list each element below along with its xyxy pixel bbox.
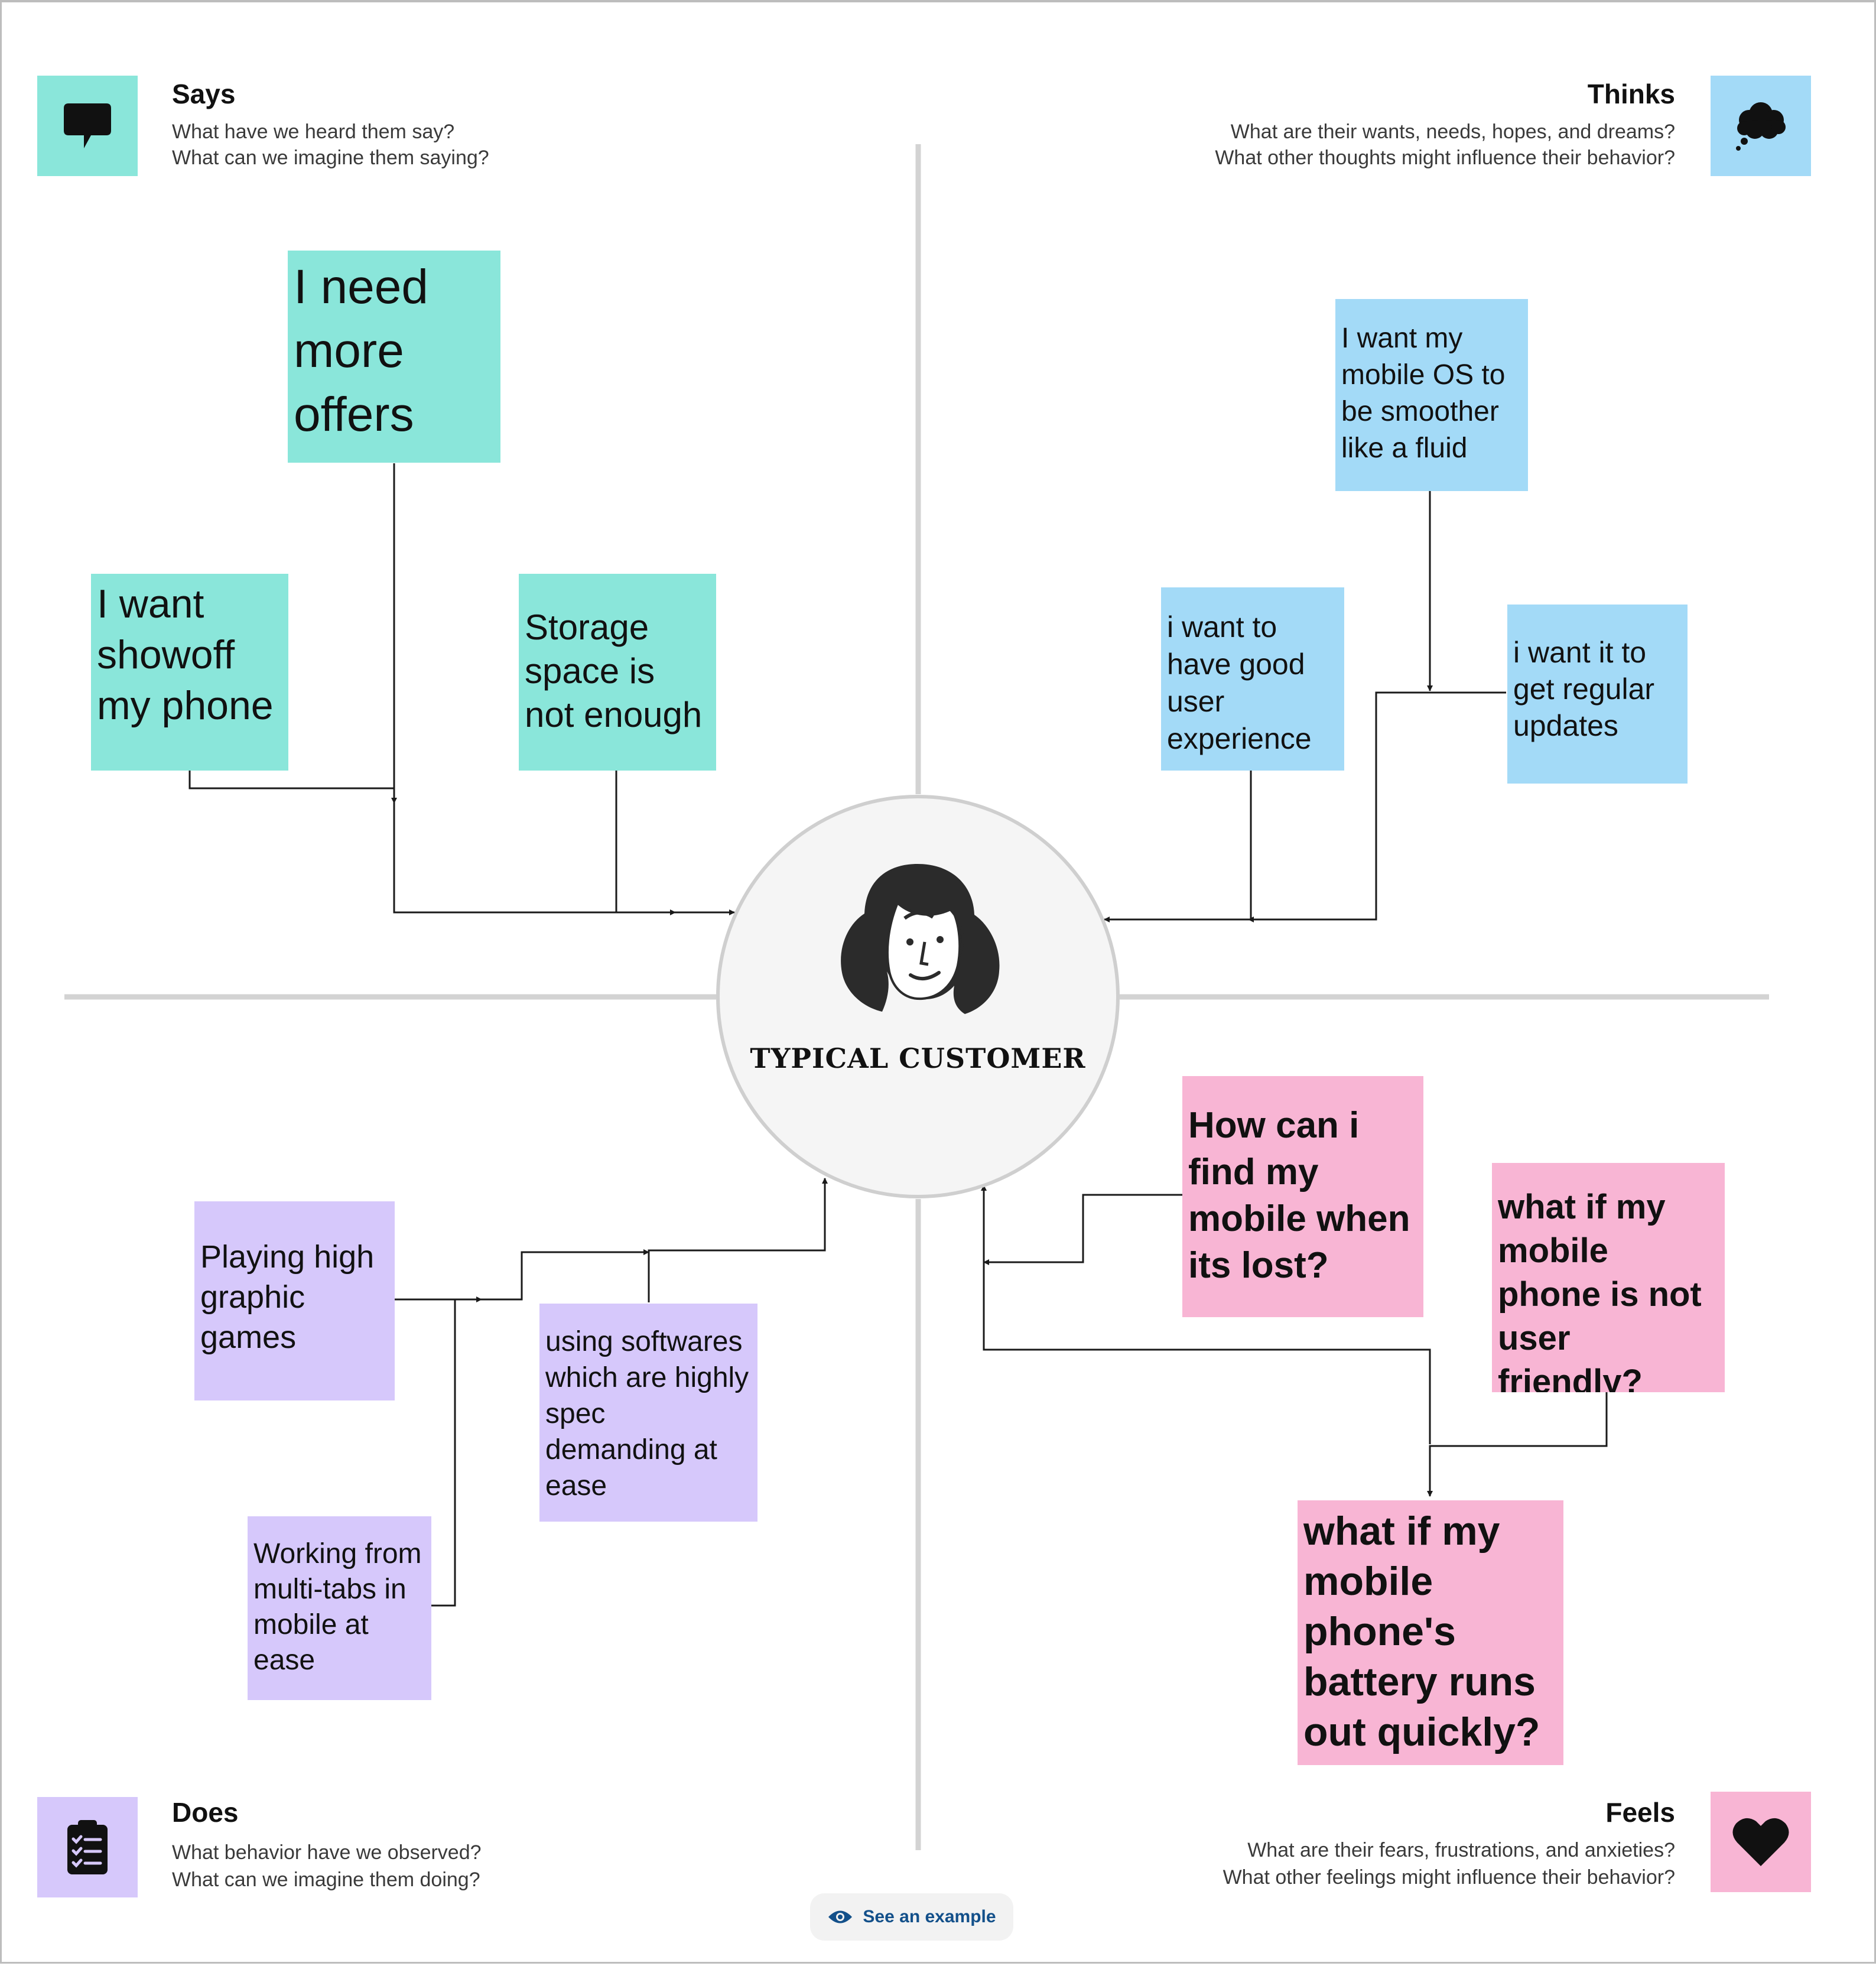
connector-ux — [1104, 771, 1252, 922]
sticky-note[interactable]: what if my mobile phone's battery runs o… — [1298, 1500, 1563, 1765]
heart-icon — [1711, 1792, 1811, 1892]
thinks-subtitle-2: What other thoughts might influence thei… — [1215, 147, 1675, 169]
thinks-title: Thinks — [1587, 79, 1675, 109]
says-subtitle-1: What have we heard them say? — [172, 121, 455, 143]
see-example-button[interactable]: See an example — [810, 1893, 1013, 1941]
feels-title: Feels — [1605, 1797, 1675, 1828]
sticky-note[interactable]: Storage space is not enough — [519, 574, 716, 771]
connector-showoff — [188, 771, 397, 804]
says-title: Says — [172, 79, 236, 109]
does-subtitle-2: What can we imagine them doing? — [172, 1868, 480, 1891]
sticky-note[interactable]: what if my mobile phone is not user frie… — [1492, 1163, 1725, 1392]
says-subtitle-2: What can we imagine them saying? — [172, 147, 489, 169]
connector-updates — [1248, 691, 1506, 922]
sticky-note[interactable]: I want showoff my phone — [91, 574, 288, 771]
see-example-label: See an example — [863, 1907, 996, 1926]
connector-feels-main — [981, 1185, 1431, 1444]
sticky-note[interactable]: How can i find my mobile when its lost? — [1182, 1076, 1423, 1317]
sticky-note[interactable]: Working from multi-tabs in mobile at eas… — [248, 1516, 431, 1700]
center-label: TYPICAL CUSTOMER — [750, 1042, 1086, 1074]
connector-multitab — [431, 1298, 482, 1607]
sticky-note[interactable]: i want it to get regular updates — [1507, 605, 1688, 784]
sticky-note[interactable]: using softwares which are highly spec de… — [539, 1304, 757, 1522]
sticky-note[interactable]: Playing high graphic games — [194, 1201, 395, 1400]
customer-face-icon — [829, 859, 1006, 1019]
feels-subtitle-2: What other feelings might influence thei… — [1223, 1866, 1675, 1889]
thought-bubble-icon — [1711, 76, 1811, 176]
connector-lost — [983, 1194, 1182, 1265]
clipboard-checklist-icon — [37, 1797, 138, 1897]
connector-games-up — [482, 1249, 649, 1301]
sticky-note[interactable]: I need more offers — [288, 251, 500, 463]
eye-icon — [828, 1910, 853, 1923]
does-title: Does — [172, 1797, 239, 1828]
feels-subtitle-1: What are their fears, frustrations, and … — [1247, 1839, 1675, 1861]
speech-bubble-icon — [37, 76, 138, 176]
sticky-note[interactable]: i want to have good user experience — [1161, 587, 1344, 771]
thinks-subtitle-1: What are their wants, needs, hopes, and … — [1230, 121, 1675, 143]
sticky-note[interactable]: I want my mobile OS to be smoother like … — [1335, 299, 1528, 491]
does-subtitle-1: What behavior have we observed? — [172, 1841, 482, 1864]
connector-storage — [615, 771, 676, 915]
connector-unfriendly — [1427, 1392, 1608, 1497]
connector-software — [648, 1178, 828, 1302]
